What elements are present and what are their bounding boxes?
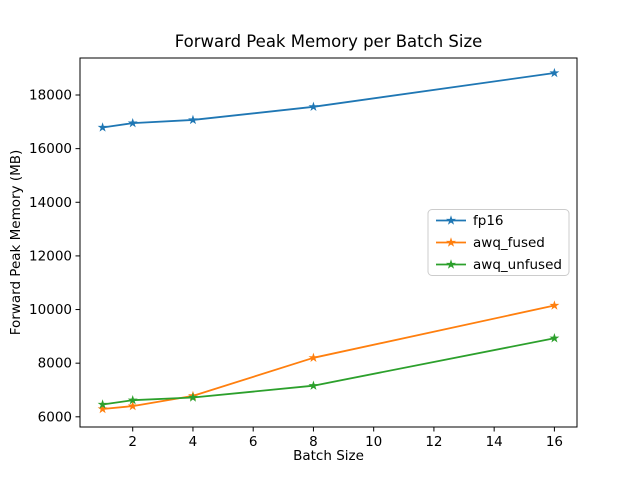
x-tick-label: 12 [425, 434, 442, 450]
series-lines [97, 67, 560, 414]
y-tick-label: 12000 [29, 248, 72, 264]
y-tick-label: 14000 [29, 195, 72, 211]
x-axis-ticks: 2 4 6 8 10 12 14 16 [128, 427, 563, 450]
data-point-star-icon [97, 399, 108, 409]
data-point-star-icon [549, 67, 560, 78]
legend-box [427, 209, 570, 276]
y-tick-label: 6000 [38, 409, 72, 425]
data-point-star-icon [549, 333, 560, 343]
y-axis-ticks: 6000 8000 10000 12000 14000 16000 18000 [29, 88, 80, 425]
x-tick-label: 6 [249, 434, 258, 450]
y-tick-label: 18000 [29, 88, 72, 104]
x-axis-label: Batch Size [293, 448, 364, 464]
x-tick-label: 2 [128, 434, 137, 450]
data-point-star-icon [127, 117, 138, 128]
data-point-star-icon [308, 101, 319, 112]
legend-star-icon [446, 259, 456, 269]
legend-label-fp16: fp16 [473, 213, 504, 229]
data-point-star-icon [188, 114, 198, 125]
data-point-star-icon [97, 122, 108, 132]
x-tick-label: 8 [309, 434, 318, 450]
series-line-awq_unfused [102, 337, 555, 406]
y-tick-label: 16000 [29, 141, 72, 157]
y-axis-label: Forward Peak Memory (MB) [8, 150, 24, 336]
data-point-star-icon [308, 352, 319, 363]
legend: fp16 awq_fused awq_unfused [427, 209, 570, 276]
y-tick-label: 8000 [38, 356, 72, 372]
data-point-star-icon [127, 394, 138, 405]
x-tick-label: 16 [546, 434, 563, 450]
x-tick-label: 10 [365, 434, 382, 450]
series-line-awq_fused [102, 304, 555, 410]
data-point-star-icon [308, 380, 319, 390]
chart-title: Forward Peak Memory per Batch Size [175, 32, 483, 51]
data-point-star-icon [549, 300, 560, 310]
legend-label-awq_fused: awq_fused [473, 235, 545, 251]
x-tick-label: 4 [189, 434, 198, 450]
legend-star-icon [446, 215, 456, 225]
data-point-star-icon [188, 392, 198, 402]
plot-area [79, 57, 578, 428]
legend-label-awq_unfused: awq_unfused [473, 257, 562, 273]
legend-star-icon [446, 237, 456, 247]
series-line-fp16 [102, 72, 555, 129]
y-tick-label: 10000 [29, 302, 72, 318]
data-point-star-icon [127, 400, 138, 411]
data-point-star-icon [97, 403, 108, 414]
x-tick-label: 14 [486, 434, 503, 450]
